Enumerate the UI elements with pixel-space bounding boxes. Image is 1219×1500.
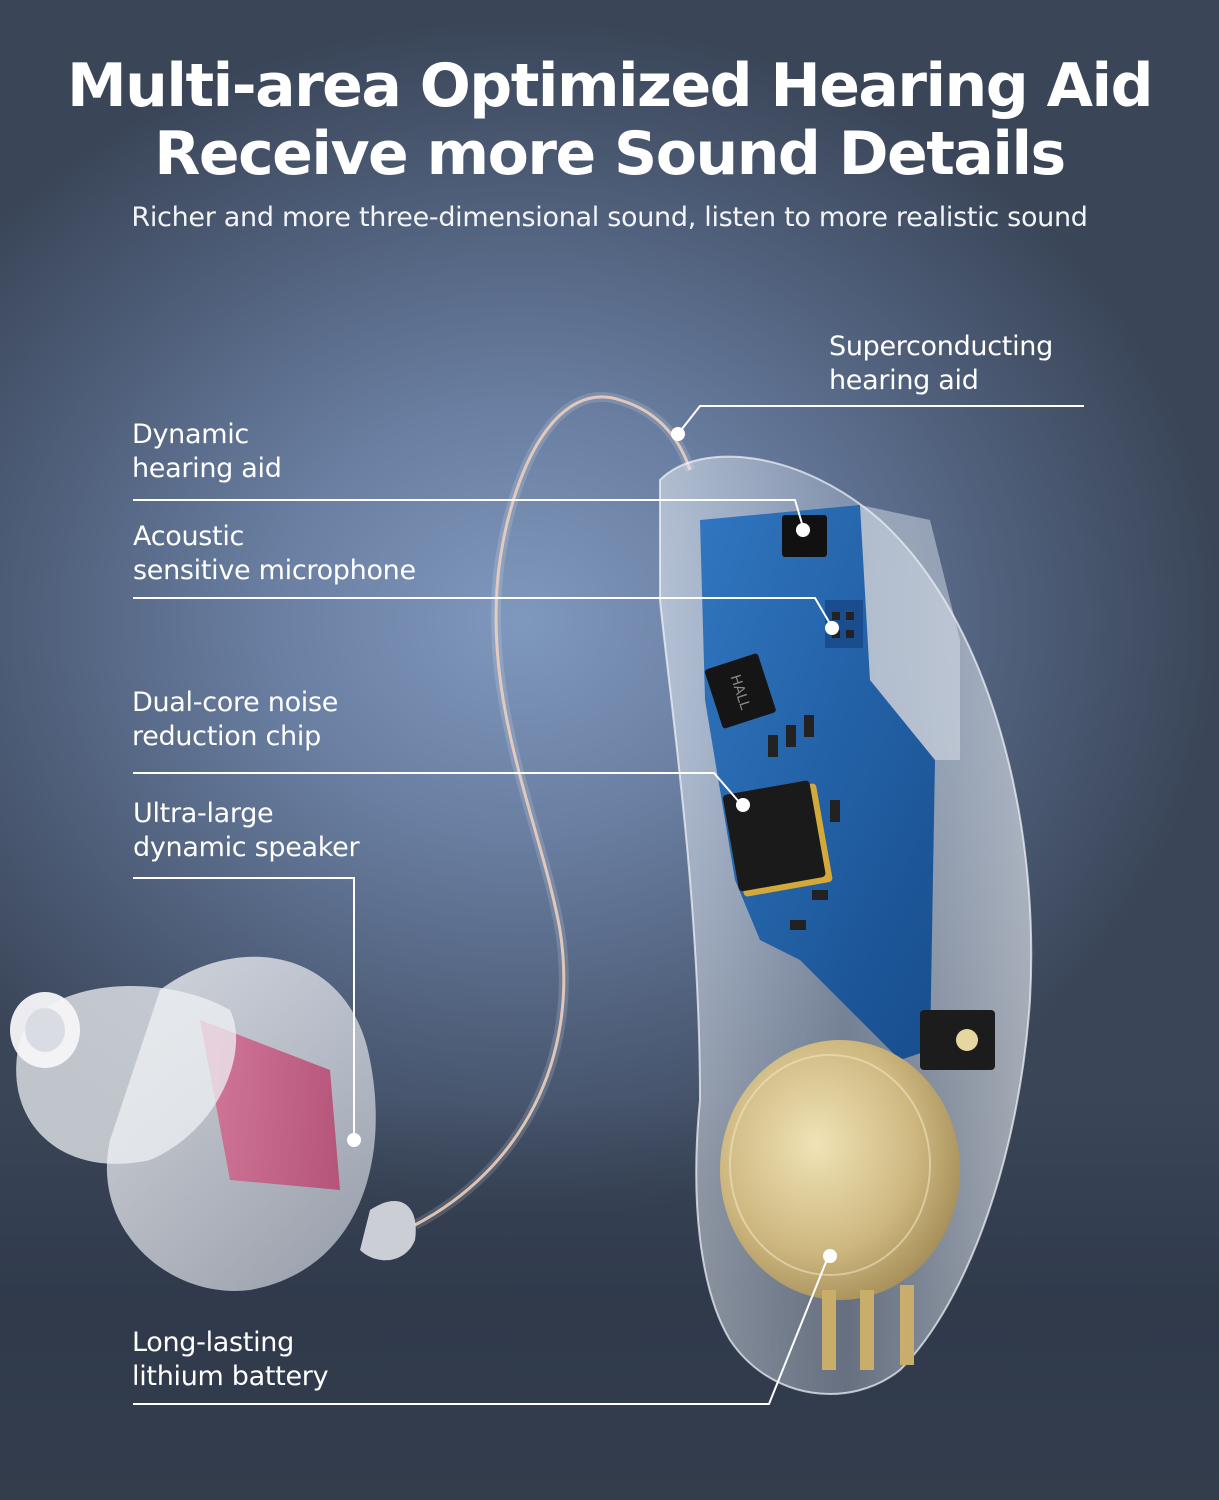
lithium-battery [720,1040,960,1300]
charging-pin [860,1290,874,1370]
callout-microphone: Acoustic sensitive microphone [133,521,416,586]
title-line-2: Receive more Sound Details [154,119,1066,189]
ear-dome [10,956,416,1291]
circuit-board [700,505,935,1060]
callout-dots [347,427,839,1263]
callout-line-speaker [133,877,355,1138]
callout-speaker: Ultra-large dynamic speaker [133,798,360,863]
title-line-1: Multi-area Optimized Hearing Aid [66,51,1154,121]
callout-battery: Long-lasting lithium battery [132,1327,329,1392]
noise-reduction-chip [723,780,826,892]
sound-tube [414,395,692,1227]
callout-line-chip [133,772,741,804]
callout-line-dynamic [133,499,804,528]
callout-line-superconducting [677,405,1084,435]
speaker-core [200,1020,340,1190]
subtitle: Richer and more three-dimensional sound,… [131,202,1088,233]
charging-pin [900,1285,914,1365]
callout-chip: Dual-core noise reduction chip [132,687,339,752]
page-title: Multi-area Optimized Hearing Aid Receive… [0,52,1219,188]
hall-chip [704,653,776,729]
callout-superconducting: Superconducting hearing aid [829,331,1053,396]
callout-lines [133,405,1084,1405]
callout-line-microphone [133,597,833,628]
callout-dynamic: Dynamic hearing aid [132,419,282,484]
callout-line-battery [133,1256,829,1405]
charging-pin [822,1290,836,1370]
